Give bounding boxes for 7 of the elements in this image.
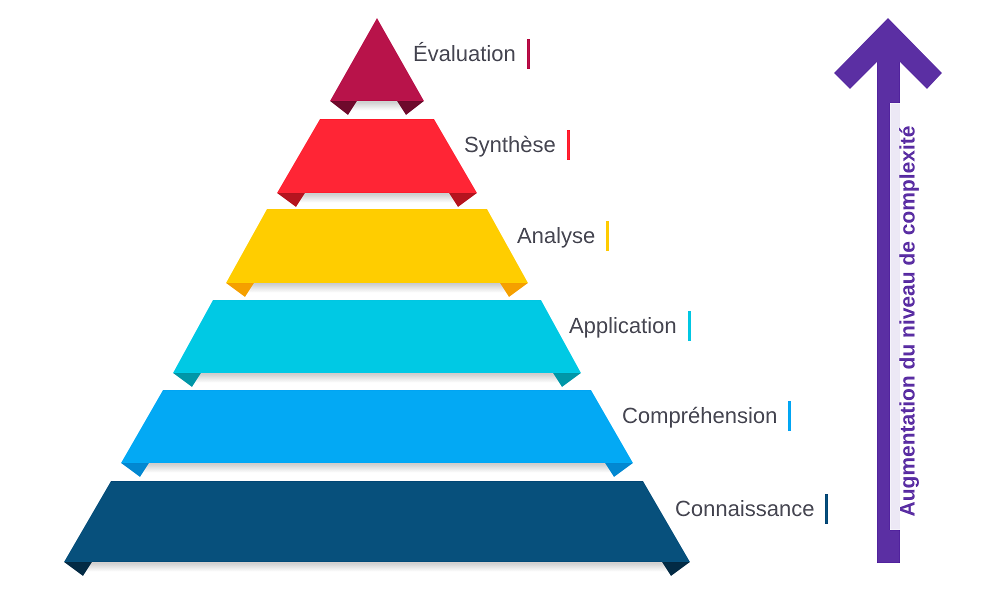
axis-label: Augmentation du niveau de complexité xyxy=(896,126,920,516)
tier-label: Évaluation xyxy=(413,41,516,67)
tier-label: Connaissance xyxy=(675,496,814,522)
tier-label: Compréhension xyxy=(622,403,778,429)
tier-label: Application xyxy=(569,313,677,339)
tier-label: Analyse xyxy=(517,223,596,249)
tier-label: Synthèse xyxy=(464,132,556,158)
